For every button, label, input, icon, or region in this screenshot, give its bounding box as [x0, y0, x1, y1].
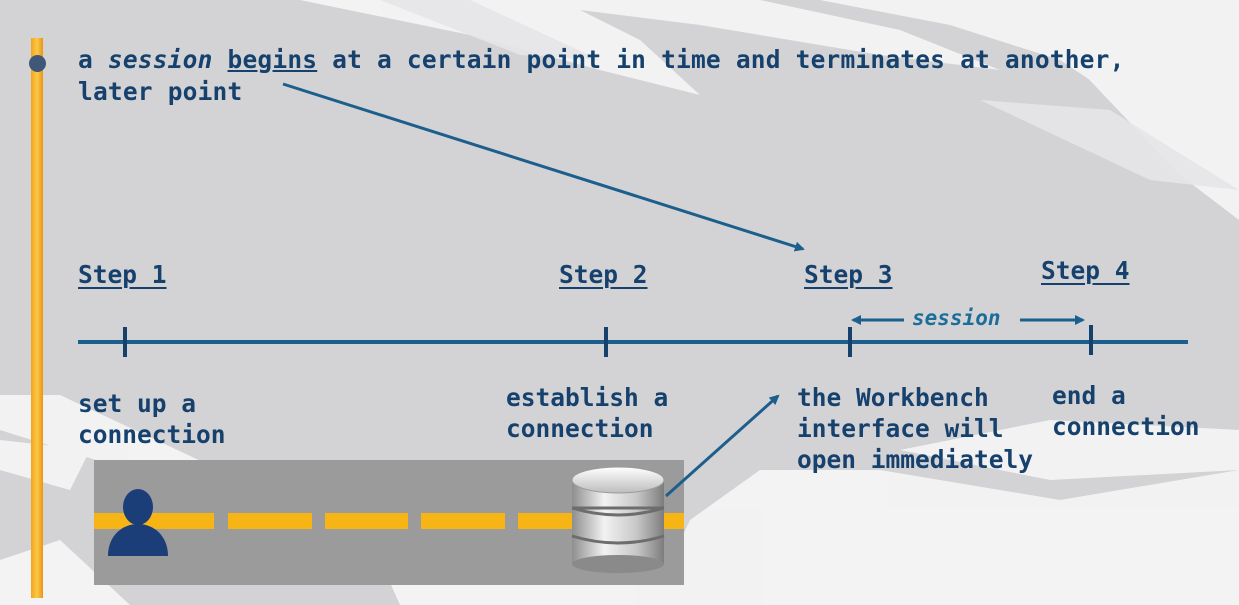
step-1-description: set up a connection: [78, 389, 226, 449]
step-1-label: Step 1: [78, 260, 167, 289]
headline-text: a session begins at a certain point in t…: [78, 45, 1125, 106]
road-lane-dashes: [94, 513, 684, 529]
step-3-label: Step 3: [804, 260, 893, 289]
step-2-label: Step 2: [559, 260, 648, 289]
bullet-point: [29, 55, 46, 72]
step-4-description: end a connection: [1052, 381, 1200, 441]
step-2-description: establish a connection: [506, 383, 669, 443]
database-icon: [571, 466, 665, 573]
slide-accent-bar: [31, 38, 43, 598]
user-silhouette-icon: [108, 489, 168, 556]
session-label: session: [912, 306, 1001, 330]
database-to-step3-arrow: [665, 394, 780, 498]
begins-to-step3-arrow: [282, 82, 805, 252]
step-3-description: the Workbench interface will open immedi…: [797, 383, 1034, 474]
step-4-label: Step 4: [1041, 256, 1130, 285]
